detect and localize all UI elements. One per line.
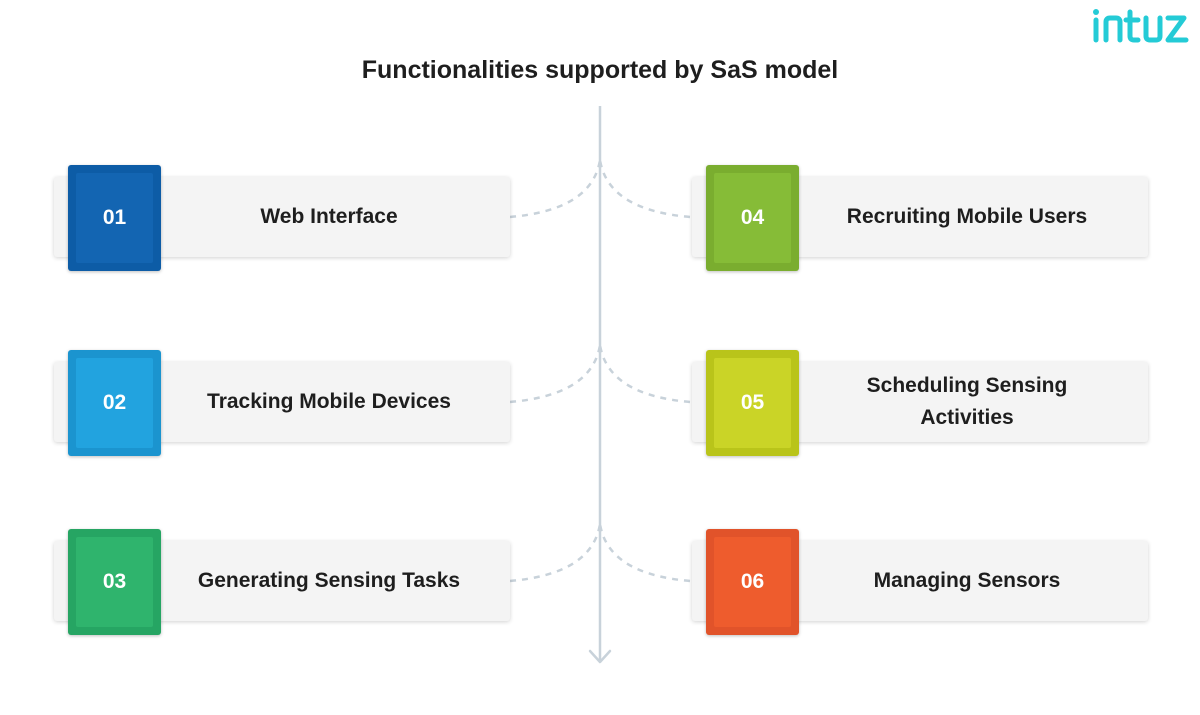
item-card-01: 01 Web Interface — [54, 165, 510, 271]
item-label-01: Web Interface — [260, 205, 398, 228]
connector-01 — [509, 159, 602, 219]
item-card-04: 04 Recruiting Mobile Users — [692, 165, 1148, 271]
item-badge-05: 05 — [706, 350, 799, 456]
item-card-05: 05 Scheduling Sensing Activities — [692, 350, 1148, 456]
item-badge-02: 02 — [68, 350, 161, 456]
item-label-06: Managing Sensors — [873, 569, 1061, 592]
item-number-05: 05 — [714, 358, 791, 448]
item-number-01: 01 — [76, 173, 153, 263]
item-card-03: 03 Generating Sensing Tasks — [54, 529, 510, 635]
item-card-02: 02 Tracking Mobile Devices — [54, 350, 510, 456]
item-label-05: Scheduling Sensing Activities — [866, 374, 1068, 429]
item-number-06: 06 — [714, 537, 791, 627]
item-label-04: Recruiting Mobile Users — [846, 205, 1088, 228]
center-axis-arrowhead — [588, 649, 612, 664]
item-number-04: 04 — [714, 173, 791, 263]
item-number-03: 03 — [76, 537, 153, 627]
connector-05 — [598, 344, 691, 404]
connector-04 — [598, 159, 691, 219]
intuz-logo — [1093, 9, 1189, 43]
page-title: Functionalities supported by SaS model — [361, 56, 839, 84]
item-number-02: 02 — [76, 358, 153, 448]
connector-02 — [509, 344, 602, 404]
item-badge-01: 01 — [68, 165, 161, 271]
item-badge-04: 04 — [706, 165, 799, 271]
connector-03 — [509, 523, 602, 583]
connector-06 — [598, 523, 691, 583]
item-label-03: Generating Sensing Tasks — [197, 569, 461, 592]
item-badge-03: 03 — [68, 529, 161, 635]
item-badge-06: 06 — [706, 529, 799, 635]
item-card-06: 06 Managing Sensors — [692, 529, 1148, 635]
item-label-02: Tracking Mobile Devices — [207, 390, 451, 413]
